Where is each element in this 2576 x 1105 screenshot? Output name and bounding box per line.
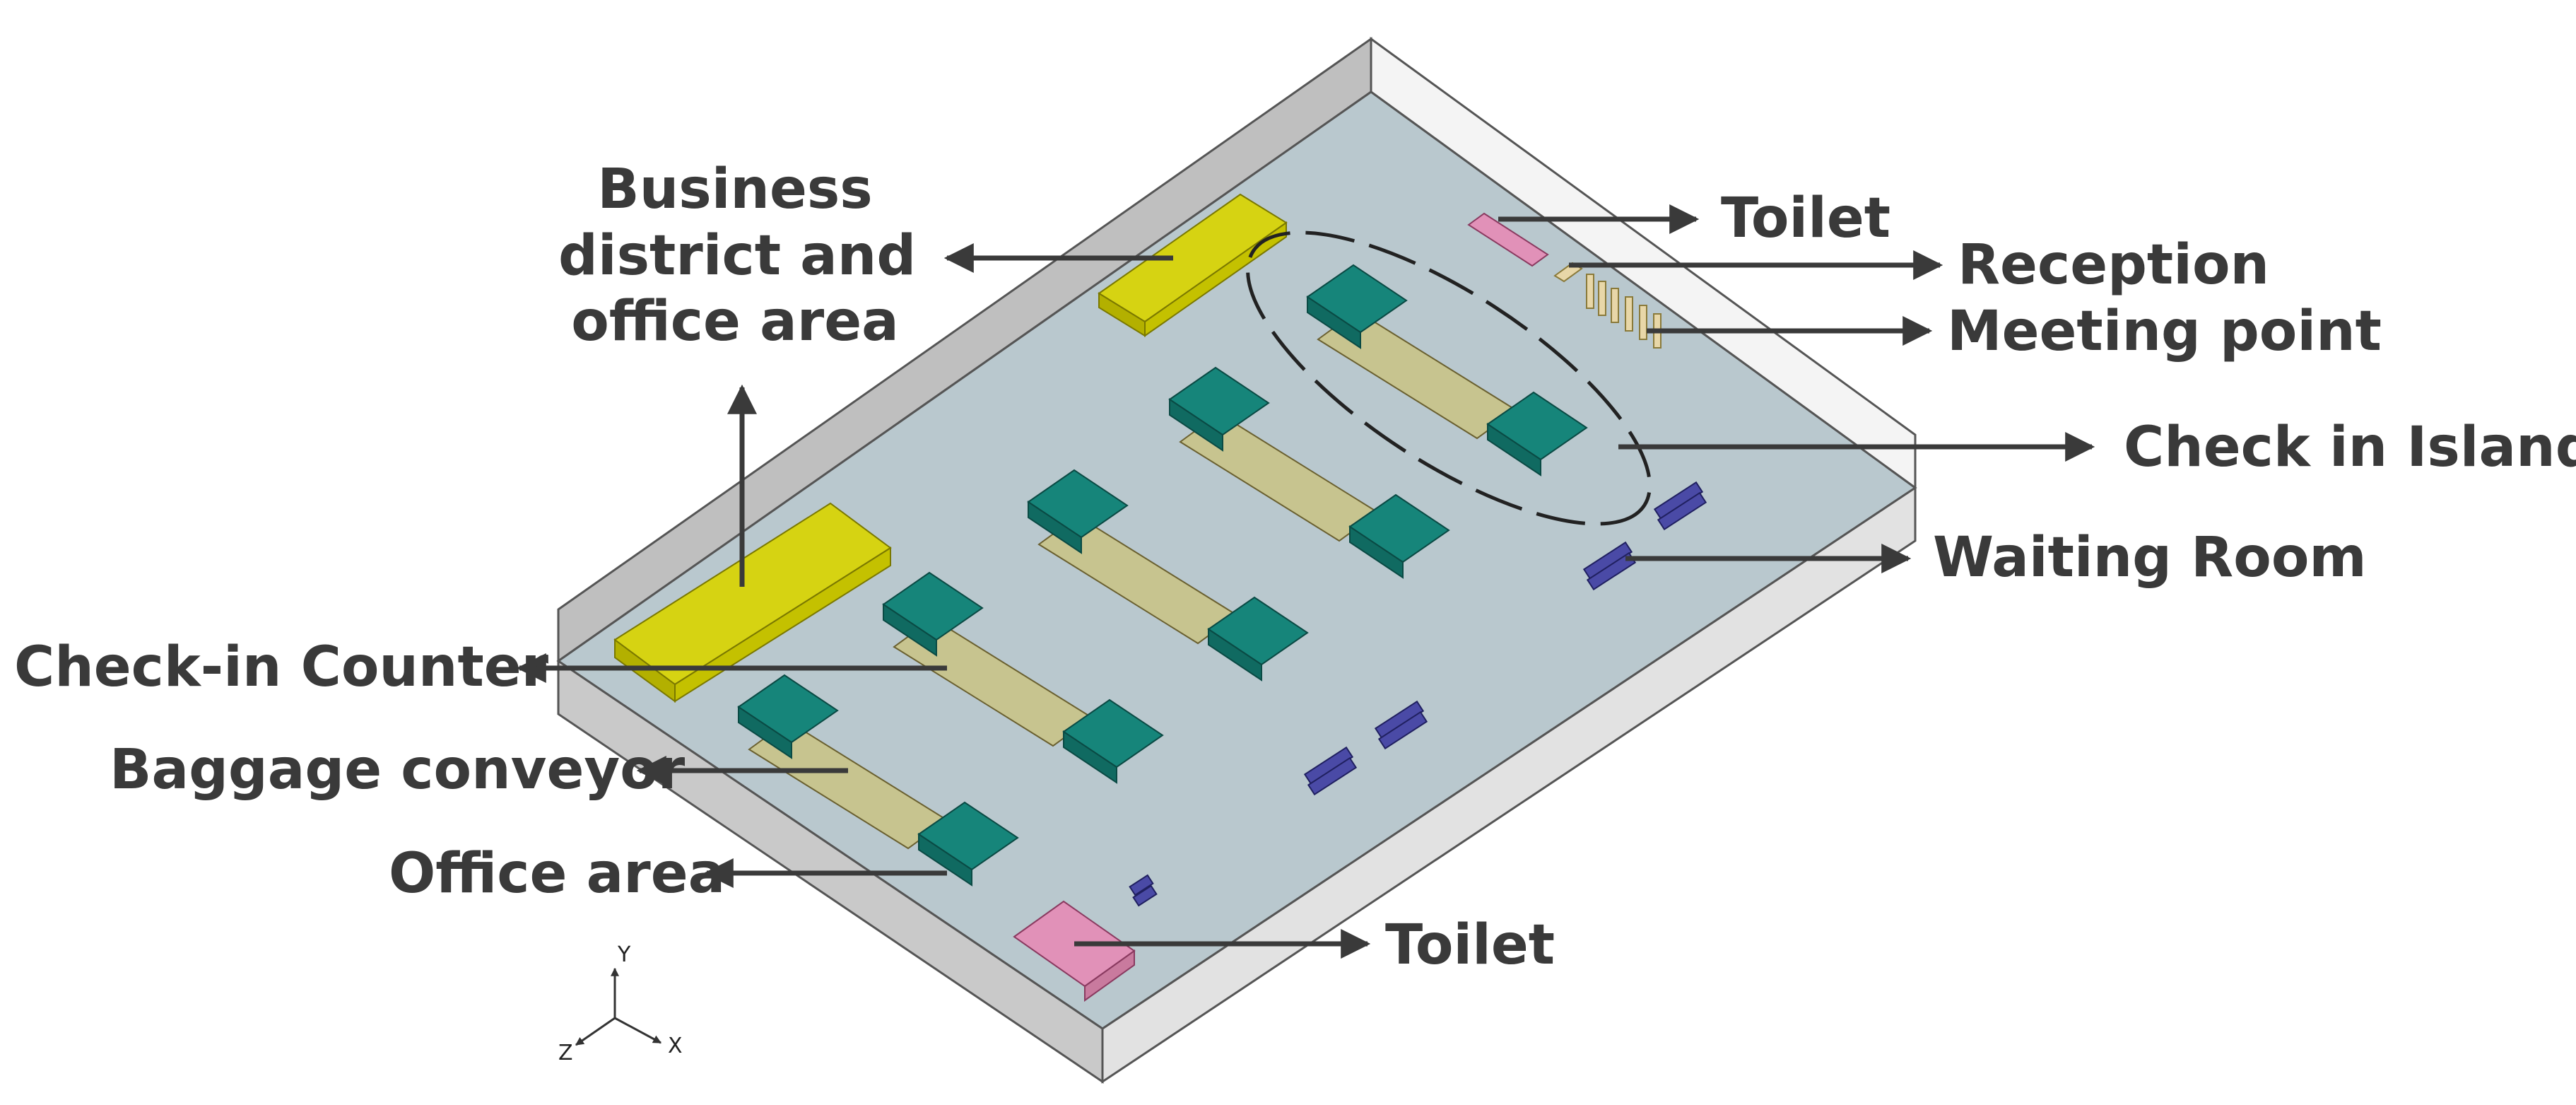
axis-triad [575, 967, 662, 1046]
axis-label-x: X [668, 1034, 683, 1058]
check-in-islands [737, 264, 1588, 887]
check-in-island-1 [737, 674, 1019, 887]
label-meeting-point: Meeting point [1947, 300, 2382, 363]
label-reception: Reception [1958, 233, 2270, 297]
annotation-arrows [516, 204, 2095, 959]
business-district-blocks [613, 193, 1288, 703]
label-baggage-conveyor: Baggage conveyor [110, 738, 686, 802]
axis-label-z: Z [558, 1041, 573, 1065]
seat-group-3 [1582, 541, 1637, 591]
x-axis-line [614, 1017, 662, 1044]
waiting-room-seats [1129, 481, 1707, 907]
label-business-line2: district and [558, 223, 917, 288]
label-toilet-bottom: Toilet [1385, 913, 1555, 977]
label-business-district: Business district and office area [558, 157, 917, 356]
label-toilet-top: Toilet [1721, 187, 1891, 250]
toilet-block-top [1467, 212, 1549, 267]
seat-group-4 [1653, 481, 1707, 531]
label-waiting-room: Waiting Room [1933, 526, 2367, 590]
check-in-island-4 [1168, 366, 1450, 579]
check-in-island-3 [1027, 469, 1309, 682]
check-in-island-2 [882, 571, 1164, 784]
seat-group-1 [1303, 746, 1358, 796]
check-in-island-5 [1306, 264, 1588, 477]
label-check-in-counter: Check-in Counter [14, 636, 549, 699]
label-business-line3: office area [571, 290, 899, 354]
axis-label-y: Y [618, 942, 631, 967]
label-business-line1: Business [597, 158, 873, 221]
seat-group-2 [1374, 700, 1428, 750]
seat-group-5 [1129, 874, 1158, 907]
label-check-in-island: Check in Island [2124, 416, 2576, 479]
z-axis-line [575, 1017, 616, 1046]
label-office-area: Office area [389, 842, 726, 906]
check-in-island-highlight [1246, 230, 1652, 526]
